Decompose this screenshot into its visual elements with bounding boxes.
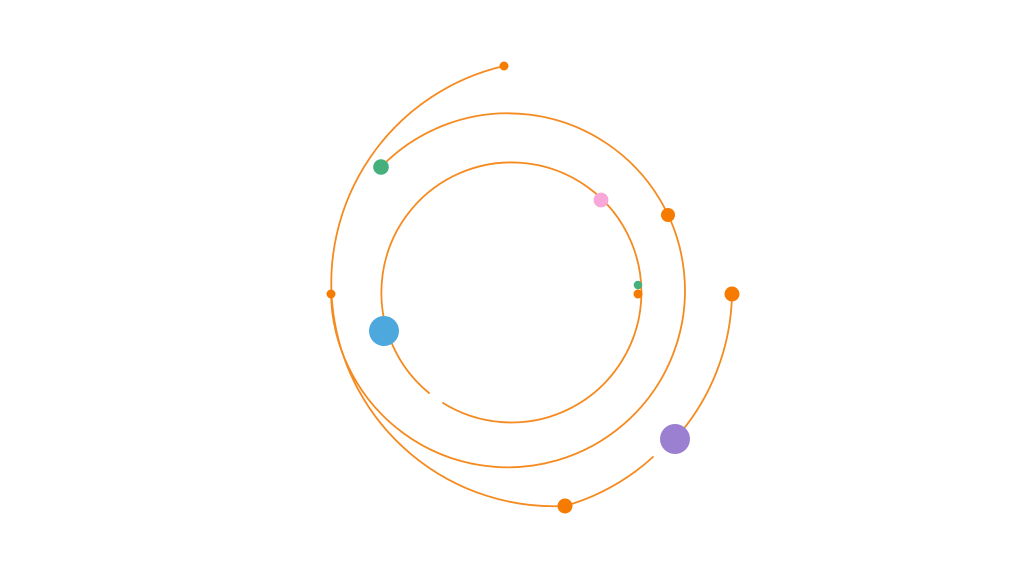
middle-orbit-left-endpoint <box>326 289 336 299</box>
middle-orbit <box>330 112 686 469</box>
middle-orbit-right-marker <box>661 208 675 222</box>
inner-orbit-right-endpoint <box>633 289 643 299</box>
green-planet <box>373 159 389 175</box>
small-green-planet <box>633 280 643 290</box>
outer-orbit-top-endpoint <box>499 61 509 71</box>
lower-right-arc <box>564 456 654 507</box>
inner-orbit <box>380 161 643 424</box>
blue-planet <box>369 316 399 346</box>
planets <box>369 159 690 454</box>
purple-planet <box>660 424 690 454</box>
pink-planet <box>593 192 609 208</box>
orbit-lines <box>330 65 733 508</box>
orbit-endpoints <box>326 61 740 514</box>
outer-orbit-right-endpoint <box>724 286 740 302</box>
outer-orbit-bottom-marker <box>557 498 573 514</box>
outer-orbit <box>330 65 566 508</box>
lower-right-arc-upper <box>675 293 733 439</box>
